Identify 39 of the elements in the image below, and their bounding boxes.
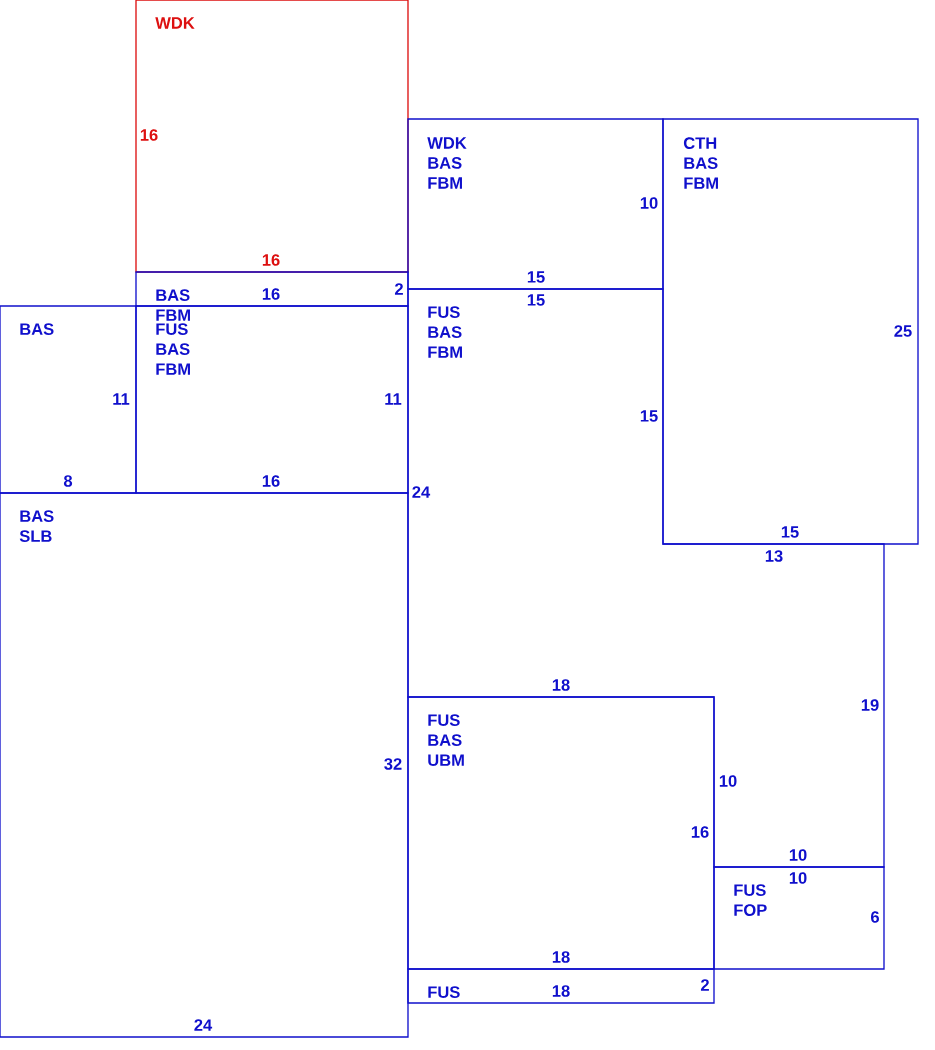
dimension-label: 24 xyxy=(194,1019,213,1031)
dimension-label: 10 xyxy=(789,849,807,861)
room-label: WDK xyxy=(155,17,195,29)
room-label: CTH BAS FBM xyxy=(683,137,718,189)
dimension-label: 25 xyxy=(894,325,912,337)
room-label: BAS xyxy=(20,323,54,335)
dimension-label: 11 xyxy=(113,393,130,405)
dimension-label: 10 xyxy=(719,775,737,787)
room-label: BAS SLB xyxy=(19,510,54,542)
dimension-label: 2 xyxy=(700,979,709,991)
dimension-label: 15 xyxy=(781,526,799,538)
dimension-label: 15 xyxy=(527,271,545,283)
room-label: FUS FOP xyxy=(734,884,767,916)
room-label: FUS BAS FBM xyxy=(428,306,462,358)
dimension-label: 11 xyxy=(385,393,402,405)
dimension-label: 2 xyxy=(394,283,403,295)
dimension-label: 10 xyxy=(640,197,658,209)
room-label: WDK BAS FBM xyxy=(427,137,467,189)
room-label: FUS xyxy=(428,986,460,998)
room-label: BAS FBM xyxy=(156,289,190,321)
dimension-label: 15 xyxy=(527,294,545,306)
dimension-label: 19 xyxy=(861,699,879,711)
dimension-label: 16 xyxy=(262,254,280,266)
dimension-label: 15 xyxy=(640,410,658,422)
dimension-label: 32 xyxy=(384,758,402,770)
dimension-label: 13 xyxy=(765,550,783,562)
dimension-label: 16 xyxy=(691,826,709,838)
dimension-label: 18 xyxy=(552,951,570,963)
dimension-label: 16 xyxy=(140,129,158,141)
dimension-label: 16 xyxy=(262,288,280,300)
dimension-label: 16 xyxy=(262,475,280,487)
dimension-label: 18 xyxy=(552,985,570,997)
dimension-label: 8 xyxy=(63,475,73,487)
room-label: FUS BAS FBM xyxy=(156,323,190,375)
dimension-label: 18 xyxy=(552,679,570,691)
dimension-label: 10 xyxy=(789,872,807,884)
room-label: FUS BAS UBM xyxy=(428,714,464,766)
dimension-label: 24 xyxy=(412,486,431,498)
dimension-label: 6 xyxy=(871,911,879,923)
